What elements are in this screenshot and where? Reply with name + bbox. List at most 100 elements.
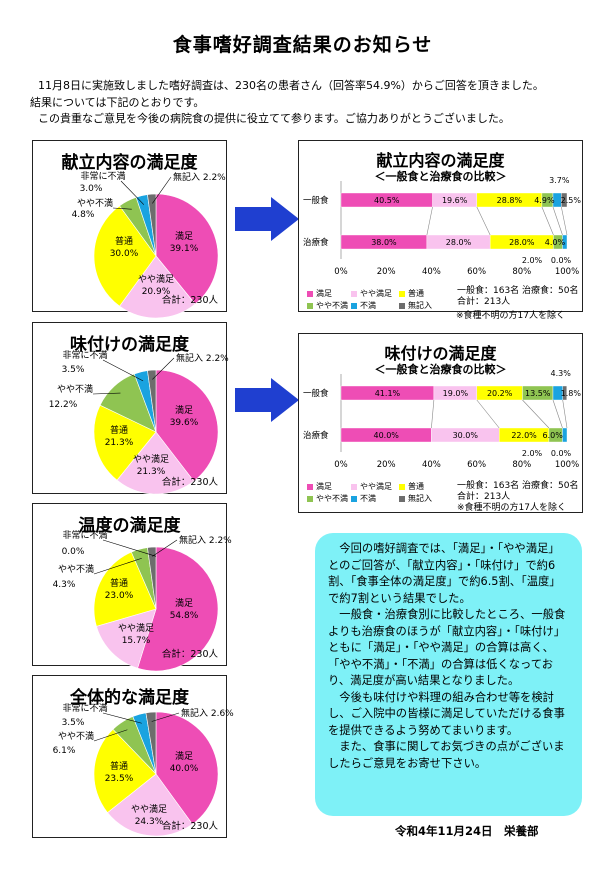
footer-date: 令和4年11月24日 栄養部 [395, 824, 539, 838]
intro-line-3: この貴重なご意見を今後の病院食の提供に役立てて参ります。ご協力ありがとうございま… [38, 112, 510, 125]
legend-swatch [399, 483, 405, 490]
x-tick-label: 80% [512, 267, 531, 277]
pie-slice-value: 39.6% [170, 418, 199, 428]
pie-slice-value: 4.3% [53, 580, 76, 590]
category-label: 一般食 [303, 195, 329, 206]
connector-line [562, 399, 568, 429]
leader-line [152, 539, 178, 557]
x-tick-label: 40% [422, 460, 441, 470]
bar-segment [562, 385, 567, 401]
legend-label: 満足 [316, 289, 332, 298]
pie-title: 温度の満足度 [78, 516, 181, 536]
pie-slice-value: 21.3% [105, 438, 134, 448]
bar-data-label: 30.0% [453, 431, 479, 440]
connector-line [476, 399, 500, 429]
legend-swatch [351, 290, 357, 297]
pie-slice [155, 711, 219, 825]
pie-slice-label: やや満足 [131, 804, 167, 815]
connector-line [426, 206, 433, 236]
pie-slice [116, 431, 195, 495]
legend-label: やや不満 [316, 494, 348, 503]
bar-segment [562, 234, 568, 250]
pie-slice-value: 0.0% [62, 547, 85, 557]
pie-slice-label: やや満足 [118, 623, 154, 634]
legend-item: 満足 [307, 481, 332, 492]
pie-slice-label: 普通 [110, 760, 128, 772]
intro-line-1: 11月8日に実施致しました嗜好調査は、230名の患者さん（回答率54.9%）から… [38, 79, 544, 92]
bar-data-label: 2.0% [522, 256, 543, 265]
pie-slice-label: やや不満 [58, 731, 94, 742]
leader-line [92, 392, 121, 395]
pie-slice-label: 普通 [110, 424, 128, 436]
legend-label: 不満 [360, 301, 376, 310]
bar-counts: 一般食：163名 治療食：50名 [457, 286, 579, 296]
x-tick-label: 100% [555, 460, 579, 470]
bar-chart-menu: 献立内容の満足度 ＜一般食と治療食の比較＞ 0%20%40%60%80%100%… [298, 140, 583, 312]
bar-data-label: 0.0% [551, 449, 572, 458]
bar-segment [561, 192, 568, 208]
pie-slice-label: やや不満 [58, 564, 94, 575]
pie-slice [147, 193, 157, 257]
intro-line-2: 結果については下記のとおりです。 [30, 96, 205, 109]
pie-slice-value: 24.3% [135, 817, 164, 827]
pie-slice-label: 満足 [175, 405, 193, 416]
bar-data-label: 28.8% [497, 196, 523, 205]
legend-item: 無記入 [399, 493, 432, 504]
legend-swatch [351, 495, 357, 502]
x-tick-label: 80% [512, 460, 531, 470]
x-tick-label: 20% [377, 267, 396, 277]
bar-data-label: 4.9% [534, 196, 555, 205]
arrow-right-icon [235, 378, 299, 422]
legend-item: 無記入 [399, 300, 432, 311]
bar-footnote: ※食種不明の方17人を除く [456, 311, 565, 321]
pie-total: 合計：230人 [161, 821, 218, 832]
bar-data-label: 19.6% [442, 196, 468, 205]
bar-footnote: ※食種不明の方17人を除く [457, 503, 566, 513]
legend-swatch [399, 290, 405, 297]
pie-slice-label: 無記入 2.6% [181, 707, 234, 719]
legend-item: 不満 [351, 300, 376, 311]
bar-title: 献立内容の満足度 [376, 151, 505, 170]
x-tick-label: 60% [467, 460, 486, 470]
bar-data-label: 28.0% [446, 238, 472, 247]
connector-line [552, 206, 563, 236]
bar-data-label: 2.0% [522, 449, 543, 458]
bar-data-label: 4.0% [545, 238, 566, 247]
bar-data-label: 28.0% [509, 238, 535, 247]
pie-slice-label: 非常に不満 [62, 529, 107, 541]
pie-slice-label: 普通 [115, 235, 133, 247]
legend-swatch [399, 302, 405, 309]
bar-data-label: 1.8% [561, 389, 582, 398]
pie-slice-label: 非常に不満 [62, 702, 107, 714]
pie-slice-label: 非常に不満 [80, 170, 125, 182]
pie-slice-label: やや満足 [138, 274, 174, 285]
connector-line [476, 206, 491, 236]
leader-line [102, 359, 144, 382]
pie-slice-label: 満足 [175, 751, 193, 762]
bar-data-label: 38.0% [371, 238, 397, 247]
pie-slice-value: 40.0% [170, 764, 199, 774]
pie-slice-value: 3.5% [62, 365, 85, 375]
pie-slice-value: 39.1% [170, 244, 199, 254]
pie-slice-value: 15.7% [122, 636, 151, 646]
pie-slice-value: 20.9% [142, 287, 171, 297]
legend-label: 普通 [408, 289, 424, 298]
x-tick-label: 0% [334, 267, 348, 277]
summary-paragraph: また、食事に関してお気づきの点がございましたらご意見をお寄せ下さい。 [328, 740, 565, 770]
pie-slice-label: 満足 [175, 598, 193, 609]
legend-item: やや満足 [351, 288, 392, 299]
bar-data-label: 0.0% [551, 256, 572, 265]
bar-data-label: 22.0% [511, 431, 537, 440]
leader-line [112, 207, 132, 210]
pie-slice-label: やや不満 [57, 384, 93, 395]
x-tick-label: 100% [555, 267, 579, 277]
leader-line [152, 357, 175, 380]
leader-line [93, 557, 142, 575]
bar-data-label: 13.5% [525, 389, 551, 398]
legend-item: やや満足 [351, 481, 392, 492]
legend-label: 無記入 [408, 494, 432, 503]
pie-slice-label: やや満足 [133, 454, 169, 465]
bar-data-label: 6.0% [543, 431, 564, 440]
